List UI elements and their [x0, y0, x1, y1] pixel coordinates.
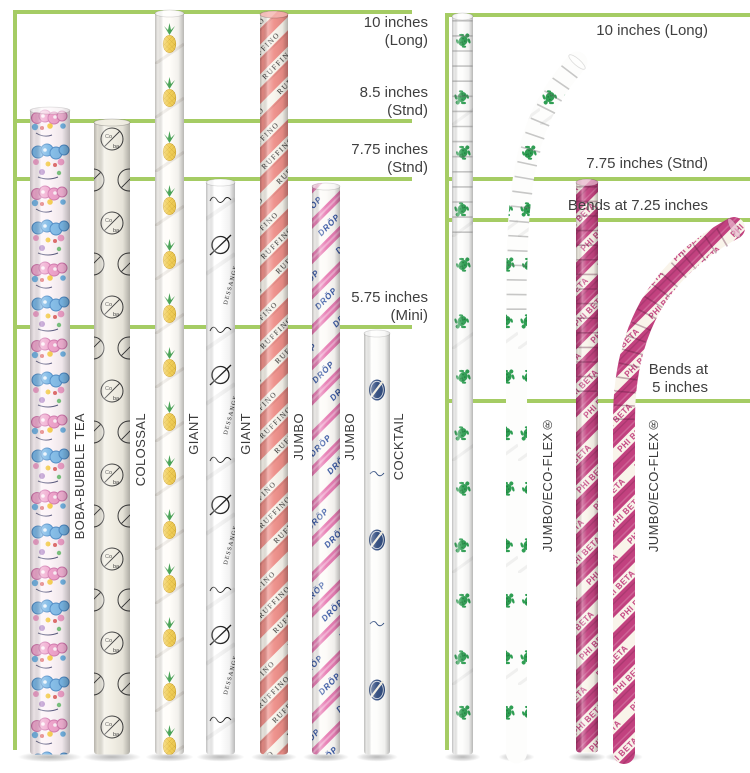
straw-label-jumbo-1: JUMBO: [291, 413, 306, 461]
straw-label-jumbo-ecoflex-1: JUMBO/ECO-FLEX®: [540, 417, 555, 553]
straw-label-colossal: COLOSSAL: [133, 413, 148, 487]
left-panel-vertical-axis: [13, 10, 17, 750]
straw-ecoflex-phibeta-bent: [613, 217, 745, 764]
right-line-7-75in: [445, 177, 750, 181]
left-line-7-75in: [13, 177, 412, 181]
measurement-8-5in-stnd: 8.5 inches (Stnd): [278, 84, 428, 120]
straw-jumbo-drop: [311, 182, 341, 755]
straw-boba-bubble-tea: [29, 106, 71, 755]
straw-cocktail: [363, 329, 391, 755]
measurement-line2: (Stnd): [387, 102, 428, 119]
measurement-line1: 10 inches: [363, 14, 428, 31]
straw-label-giant-1: GIANT: [186, 413, 201, 455]
measurement-bends-5in: Bends at 5 inches: [508, 361, 708, 397]
measurement-line2: 5 inches: [652, 379, 708, 396]
straw-label-boba-bubble-tea: BOBA-BUBBLE TEA: [72, 413, 87, 540]
left-line-8-5in: [13, 119, 412, 123]
right-line-10in: [445, 13, 750, 17]
measurement-7-75in-stnd-right: 7.75 inches (Stnd): [508, 155, 708, 173]
measurement-line1: 7.75 inches (Stnd): [586, 155, 708, 172]
straw-label-jumbo-2: JUMBO: [342, 413, 357, 461]
measurement-line1: 7.75 inches: [351, 141, 428, 158]
straw-ecoflex-phibeta-straight: [575, 178, 599, 753]
right-panel-vertical-axis: [445, 13, 449, 750]
straw-label-jumbo-ecoflex-2: JUMBO/ECO-FLEX®: [646, 417, 661, 553]
measurement-bends-7-25in: Bends at 7.25 inches: [508, 197, 708, 215]
measurement-line1: Bends at 7.25 inches: [567, 197, 708, 214]
measurement-5-75in-mini: 5.75 inches (Mini): [278, 289, 428, 325]
measurement-line1: Bends at: [648, 361, 708, 378]
straw-ecoflex-turtle-bent: [506, 51, 588, 764]
straw-jumbo-ruffino: [259, 10, 289, 755]
straw-label-giant-2: GIANT: [238, 413, 253, 455]
measurement-line1: 5.75 inches: [351, 289, 428, 306]
measurement-7-75in-stnd: 7.75 inches (Stnd): [278, 141, 428, 177]
straw-ecoflex-turtle-straight: [451, 12, 474, 755]
straw-giant-dessange: [205, 178, 236, 755]
measurement-10in-long-right: 10 inches (Long): [508, 22, 708, 40]
straw-giant-pineapple: [154, 9, 185, 755]
measurement-line2: (Long): [384, 32, 428, 49]
measurement-line1: 8.5 inches: [359, 84, 428, 101]
measurement-line2: (Stnd): [387, 159, 428, 176]
left-line-10in: [13, 10, 412, 14]
straw-label-cocktail: COCKTAIL: [391, 413, 406, 481]
measurement-line1: 10 inches (Long): [596, 22, 708, 39]
straw-colossal: [93, 118, 131, 755]
measurement-10in-long: 10 inches (Long): [278, 14, 428, 50]
measurement-line2: (Mini): [390, 307, 429, 324]
